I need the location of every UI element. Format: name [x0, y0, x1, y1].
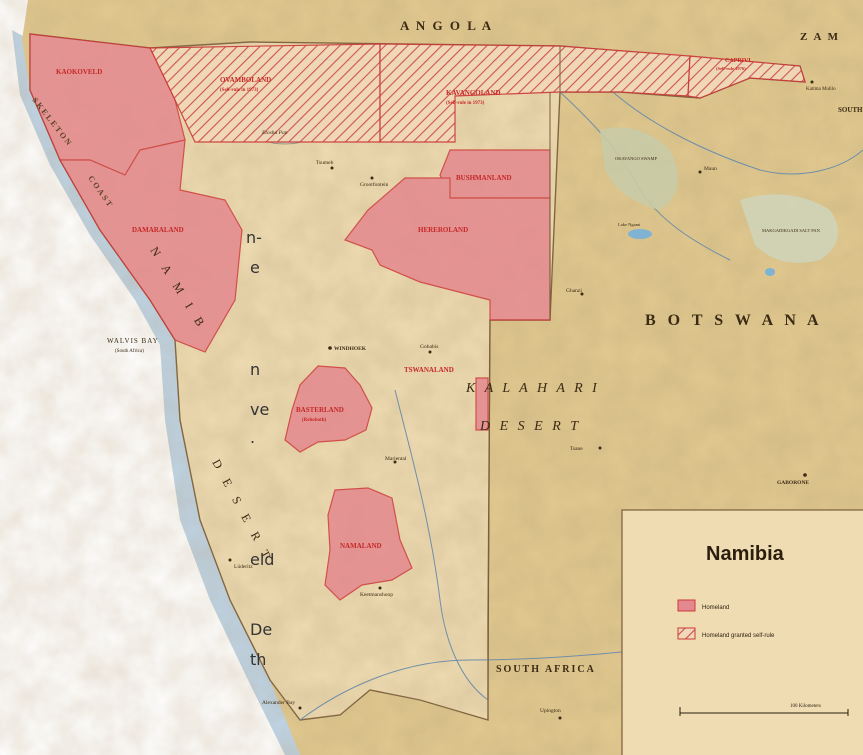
town-dot-ghanzi — [580, 292, 584, 296]
town-dot-grootfontein — [370, 176, 374, 180]
label-lake-ngami: Lake Ngami — [618, 222, 641, 227]
label-luderitz: Lüderitz — [234, 564, 253, 570]
town-dot-tsane — [598, 446, 602, 450]
legend-scale-label: 100 Kilometers — [790, 704, 821, 709]
town-dot-maun — [698, 170, 702, 174]
label-ovamboland-sub: (Self-rule in 1973) — [220, 88, 259, 93]
label-gaborone: GABORONE — [777, 480, 809, 486]
label-tswanaland: TSWANALAND — [404, 366, 454, 374]
label-damaraland: DAMARALAND — [132, 226, 184, 234]
label-ghanzi: Ghanzi — [566, 288, 582, 294]
label-katima-mulilo: Katima Mulilo — [806, 87, 836, 92]
region-borders — [487, 46, 561, 701]
legend-box — [621, 509, 863, 755]
town-dot-alexander-bay — [298, 706, 302, 710]
label-south-africa: SOUTH AFRICA — [496, 664, 596, 675]
hereroland-area — [344, 177, 551, 321]
town-dot-gaborone — [803, 473, 807, 477]
legend-title: Namibia — [706, 543, 785, 565]
basterland-area — [284, 365, 373, 453]
label-windhoek: WINDHOEK — [334, 346, 367, 352]
small-lake — [765, 268, 775, 276]
label-okavango: OKAVANGO SWAMP — [615, 156, 657, 161]
okavango-swamp — [600, 127, 678, 210]
label-grootfontein: Grootfontein — [360, 181, 389, 188]
town-dot-keetmanshoop — [378, 586, 382, 590]
label-walvis-bay: WALVIS BAY — [107, 337, 159, 345]
town-dot-upington — [558, 716, 562, 720]
label-keetmanshoop: Keetmanshoop — [360, 592, 393, 598]
label-kavangoland-sub: (Self-rule in 1973) — [446, 101, 485, 106]
label-kaokoveld: KAOKOVELD — [56, 68, 102, 76]
label-hereroland: HEREROLAND — [418, 226, 468, 234]
label-makgadikgadi: MAKGADIKGADI SALT PAN — [762, 228, 821, 233]
makgadikgadi-pan — [740, 194, 838, 263]
town-dot-windhoek — [328, 346, 332, 350]
label-caprivi: CAPRIVI — [725, 58, 751, 64]
label-ovamboland: OVAMBOLAND — [220, 76, 271, 84]
lake-ngami — [628, 229, 652, 239]
label-maun: Maun — [704, 166, 717, 172]
town-dot-tsumeb — [330, 166, 334, 170]
label-gobabis: Gobabis — [420, 344, 438, 350]
label-angola: A N G O L A — [400, 18, 493, 33]
label-tsane: Tsane — [570, 446, 583, 452]
town-dot-gobabis — [428, 350, 432, 354]
label-alexander-bay: Alexander Bay — [262, 700, 295, 706]
damaraland-area — [58, 139, 243, 353]
kavangoland-area — [379, 43, 691, 143]
label-kalahari-desert: D E S E R T — [479, 419, 581, 434]
caprivi-area — [687, 55, 806, 99]
label-kalahari: K A L A H A R I — [465, 381, 600, 396]
namaland-area — [324, 487, 413, 601]
label-botswana: B O T S W A N A — [645, 312, 823, 329]
label-south-rhodesia: SOUTH RHOD — [838, 106, 863, 114]
town-dot-luderitz — [228, 558, 232, 562]
label-mariental: Mariental — [385, 456, 407, 462]
label-etosha: Etosha Pan — [261, 130, 288, 136]
legend-swatch-homeland — [677, 599, 696, 612]
legend-self-rule: Homeland granted self-rule — [702, 633, 775, 639]
legend-homeland: Homeland — [702, 605, 729, 611]
label-upington: Upington — [540, 708, 561, 714]
legend-swatch-self-rule — [677, 627, 696, 640]
label-walvis-bay-sub: (South Africa) — [115, 349, 144, 354]
legend: Namibia Homeland Homeland granted self-r… — [621, 509, 863, 755]
label-caprivi-sub: (Self-rule 1976) — [716, 66, 746, 71]
label-kavangoland: KAVANGOLAND — [446, 89, 501, 97]
label-bushmanland: BUSHMANLAND — [456, 174, 512, 182]
label-zambia: Z A M — [800, 31, 840, 43]
label-basterland: BASTERLAND — [296, 406, 344, 414]
tswanaland-area — [475, 377, 489, 431]
town-dot-katima-mulilo — [810, 80, 814, 84]
town-dot-mariental — [393, 460, 397, 464]
label-tsumeb: Tsumeb — [316, 160, 334, 166]
label-namaland: NAMALAND — [340, 542, 382, 550]
label-basterland-sub: (Rehoboth) — [302, 418, 327, 423]
